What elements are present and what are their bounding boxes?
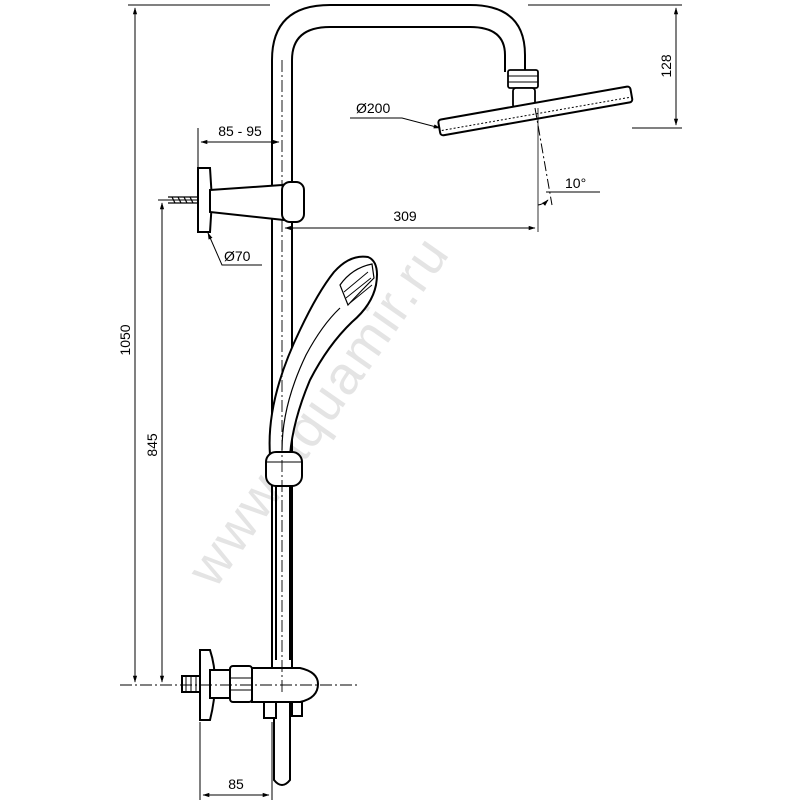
dim-mixer-projection: 85 (228, 776, 244, 792)
shower-hose (273, 486, 291, 786)
riser-pipe (271, 4, 526, 690)
leader-lines (207, 117, 600, 266)
head-axis-line (534, 107, 553, 206)
dim-flange-diameter: Ø70 (224, 248, 251, 264)
dim-wall-distance: 85 - 95 (218, 123, 262, 139)
wall-bracket (197, 167, 305, 233)
dim-head-drop: 128 (658, 54, 674, 78)
watermark: www.aquamir.ru (175, 225, 461, 598)
dimension-lines (128, 4, 682, 800)
dim-inlet-height: 845 (144, 433, 160, 457)
slide-holder (265, 451, 303, 487)
centre-lines (120, 60, 360, 695)
dim-head-tilt: 10° (565, 175, 586, 191)
hand-shower (268, 255, 378, 456)
dim-arm-reach: 309 (393, 208, 417, 224)
dim-head-diameter: Ø200 (356, 100, 390, 116)
dim-total-height: 1050 (117, 324, 133, 355)
